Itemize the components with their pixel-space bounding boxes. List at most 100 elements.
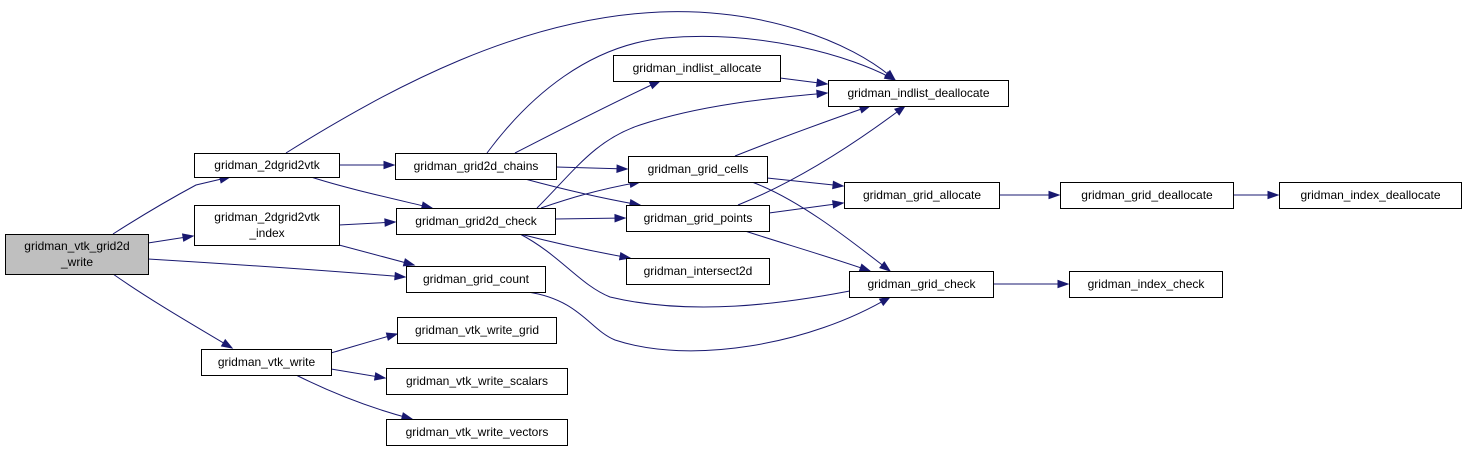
node-label: gridman_vtk_write — [218, 355, 316, 369]
node-label: gridman_grid_check — [867, 277, 976, 291]
node-chains[interactable]: gridman_grid2d_chains — [395, 153, 557, 180]
node-points[interactable]: gridman_grid_points — [626, 205, 770, 232]
edge-vtkwrite-to-wscal — [330, 368, 387, 381]
edge-line — [486, 35, 896, 154]
node-label: gridman_grid_points — [644, 211, 753, 225]
edge-cells-to-inddealloc — [734, 105, 872, 157]
arrowhead-icon — [858, 263, 872, 272]
edge-line — [310, 176, 433, 209]
node-g2dvtkidx[interactable]: gridman_2dgrid2vtk _index — [194, 205, 340, 246]
node-isect[interactable]: gridman_intersect2d — [626, 258, 770, 285]
edge-chains-to-indalloc — [514, 80, 662, 154]
edge-line — [112, 273, 233, 349]
node-label: gridman_index_check — [1088, 277, 1206, 291]
node-wgrid[interactable]: gridman_vtk_write_grid — [397, 317, 557, 344]
node-root[interactable]: gridman_vtk_grid2d _write — [5, 234, 149, 275]
node-box — [201, 349, 332, 376]
edge-line — [555, 166, 628, 170]
edge-points-to-inddealloc — [737, 105, 907, 206]
edge-line — [147, 258, 406, 278]
node-cells[interactable]: gridman_grid_cells — [628, 156, 768, 183]
node-label: gridman_grid2d_check — [415, 214, 537, 228]
edge-gdealloc-to-idxdealloc — [1233, 190, 1280, 200]
edge-line — [112, 176, 231, 235]
arrowhead-icon — [385, 332, 399, 341]
edges — [112, 11, 1280, 421]
arrowhead-icon — [832, 200, 845, 209]
edge-vtkwrite-to-wgrid — [330, 332, 399, 354]
edge-g2dcheck-to-cells — [540, 179, 642, 209]
arrowhead-icon — [816, 89, 829, 99]
edge-gcheck-to-idxcheck — [993, 279, 1070, 289]
node-wvec[interactable]: gridman_vtk_write_vectors — [386, 419, 568, 446]
node-count[interactable]: gridman_grid_count — [406, 266, 546, 293]
node-wscal[interactable]: gridman_vtk_write_scalars — [386, 368, 568, 395]
node-box — [849, 271, 994, 298]
edge-line — [540, 181, 641, 209]
nodes: gridman_vtk_grid2d _write gridman_2dgrid2v… — [5, 55, 1462, 446]
node-vtkwrite[interactable]: gridman_vtk_write — [201, 349, 332, 376]
node-indalloc[interactable]: gridman_indlist_allocate — [613, 55, 781, 82]
node-box — [395, 153, 557, 180]
arrowhead-icon — [1057, 279, 1070, 289]
edge-g2dcheck-to-inddealloc — [536, 89, 829, 209]
arrowhead-icon — [384, 218, 397, 227]
edge-line — [514, 80, 661, 154]
edge-line — [519, 233, 631, 259]
node-box — [626, 205, 770, 232]
node-box — [194, 153, 340, 178]
node-idxcheck[interactable]: gridman_index_check — [1069, 271, 1223, 298]
node-box — [613, 55, 781, 82]
node-box — [1069, 271, 1223, 298]
edge-points-to-gcheck — [744, 230, 872, 272]
arrowhead-icon — [1048, 190, 1061, 200]
edge-line — [734, 105, 871, 157]
node-label: gridman_index_deallocate — [1300, 188, 1440, 202]
edge-g2dvtk-to-inddealloc — [285, 11, 897, 154]
edge-line — [527, 291, 891, 352]
edge-line — [737, 105, 906, 206]
edge-chains-to-inddealloc — [486, 35, 897, 154]
edge-line — [744, 230, 871, 272]
node-label: gridman_grid_allocate — [863, 188, 981, 202]
node-box — [828, 80, 1009, 107]
arrowhead-icon — [648, 80, 662, 90]
edge-g2dvtk-to-g2dcheck — [310, 176, 434, 210]
node-label: gridman_indlist_allocate — [633, 61, 762, 75]
node-inddealloc[interactable]: gridman_indlist_deallocate — [828, 80, 1009, 107]
edge-chains-to-cells — [555, 164, 629, 174]
node-label: _write — [60, 255, 93, 269]
node-idxdealloc[interactable]: gridman_index_deallocate — [1279, 182, 1462, 209]
node-box — [386, 419, 568, 446]
node-label: gridman_grid_cells — [648, 162, 749, 176]
edge-line — [751, 181, 891, 272]
edge-root-to-g2dvtkidx — [147, 233, 195, 244]
node-galloc[interactable]: gridman_grid_allocate — [844, 182, 1000, 209]
arrowhead-icon — [894, 105, 907, 116]
arrowhead-icon — [883, 71, 897, 81]
edge-line — [524, 178, 641, 206]
edge-g2dvtk-to-chains — [339, 160, 396, 170]
arrowhead-icon — [878, 296, 892, 307]
node-box — [396, 208, 556, 235]
node-label: gridman_intersect2d — [644, 264, 753, 278]
edge-points-to-galloc — [768, 200, 845, 214]
arrowhead-icon — [400, 412, 414, 421]
node-g2dvtk[interactable]: gridman_2dgrid2vtk — [194, 153, 340, 178]
node-label: gridman_grid2d_chains — [414, 159, 539, 173]
node-box — [194, 205, 340, 246]
node-gcheck[interactable]: gridman_grid_check — [849, 271, 994, 298]
arrowhead-icon — [220, 338, 234, 349]
node-label: _index — [248, 226, 284, 240]
node-box — [1060, 182, 1234, 209]
edge-line — [285, 11, 896, 154]
edge-cells-to-gcheck — [751, 181, 892, 272]
edge-line — [766, 177, 844, 187]
node-label: gridman_vtk_grid2d — [24, 239, 129, 253]
edge-line — [519, 233, 861, 308]
node-label: gridman_2dgrid2vtk — [214, 210, 320, 224]
node-gdealloc[interactable]: gridman_grid_deallocate — [1060, 182, 1234, 209]
node-g2dcheck[interactable]: gridman_grid2d_check — [396, 208, 556, 235]
edge-line — [295, 374, 413, 420]
